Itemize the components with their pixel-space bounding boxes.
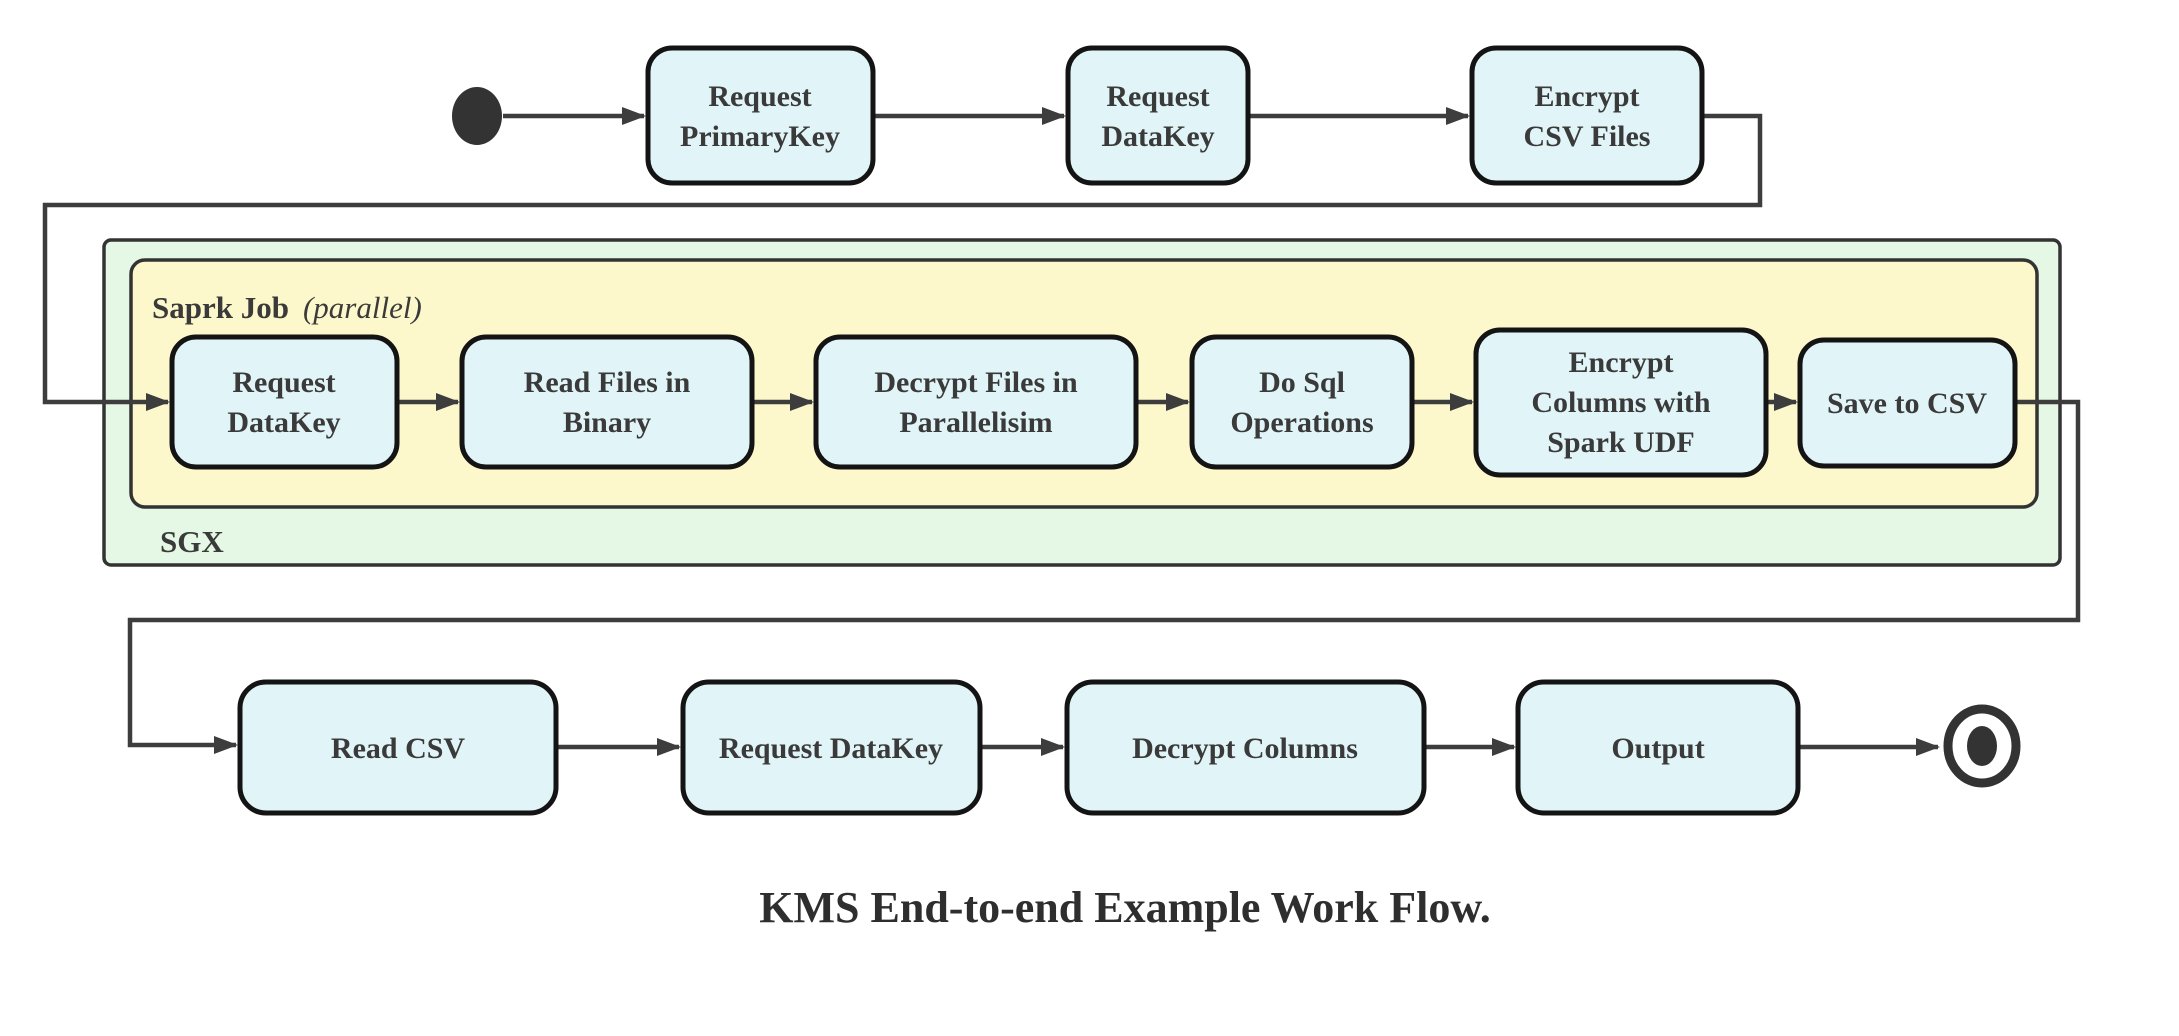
node-save-to-csv: [1797, 337, 2018, 469]
spark-job-label: Saprk Job(parallel): [152, 290, 422, 325]
node-output-label: Output: [1611, 732, 1704, 765]
node-request-datakey-top: [1065, 45, 1251, 186]
node-request-datakey-bottom-label: Request DataKey: [719, 732, 943, 765]
node-read-csv: [237, 679, 559, 816]
node-decrypt-columns: [1064, 679, 1427, 816]
node-decrypt-columns-label: Decrypt Columns: [1132, 732, 1358, 765]
end-node-core-icon: [1967, 726, 1997, 766]
edge-save-csv-to-read-csv: [127, 399, 2081, 754]
diagram-caption: KMS End-to-end Example Work Flow.: [759, 883, 1490, 932]
node-output: [1515, 679, 1801, 816]
node-read-files-in-binary: [459, 334, 755, 470]
node-encrypt-csv-files: [1469, 45, 1705, 186]
node-request-datakey-bottom: [680, 679, 983, 816]
sgx-label: SGX: [160, 524, 224, 559]
node-encrypt-columns-with-spark-udf: [1473, 327, 1769, 478]
node-read-csv-label: Read CSV: [331, 732, 466, 765]
edge-encrypt-csv-to-sgx-request-datakey: [42, 113, 1763, 411]
node-do-sql-operations: [1189, 334, 1415, 470]
node-request-primarykey: [645, 45, 876, 186]
start-node-icon: [452, 87, 502, 145]
node-request-datakey-sgx: [169, 334, 400, 470]
node-decrypt-files-in-parallelisim: [813, 334, 1139, 470]
node-save-to-csv-label: Save to CSV: [1827, 387, 1987, 420]
